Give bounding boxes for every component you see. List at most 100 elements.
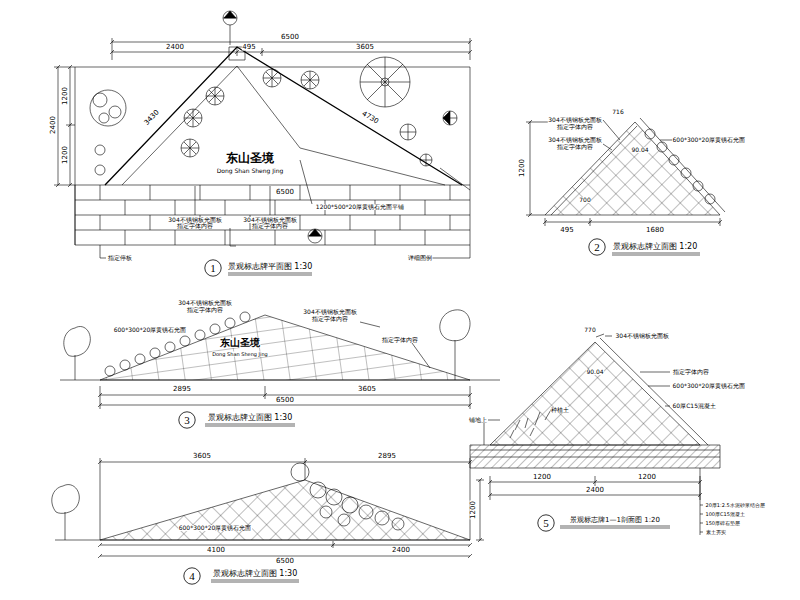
annotation: 1200 xyxy=(62,146,69,165)
section-1-1 xyxy=(700,468,703,535)
view-number-circle: 1 xyxy=(204,259,222,277)
annotation: 150厚碎石垫层 xyxy=(705,521,741,526)
section-markers xyxy=(223,11,237,25)
circle-outline xyxy=(184,568,200,584)
elevation-1-20 xyxy=(545,122,720,215)
annotation: 3605 xyxy=(356,44,375,51)
elevation-3 xyxy=(98,403,472,407)
annotation: 6500 xyxy=(281,34,300,41)
elevation-4 xyxy=(98,458,472,540)
annotation: Dong Shan Sheng Jing xyxy=(216,168,284,174)
view-number-circle: 2 xyxy=(588,238,606,256)
annotation: 指定字体内容 xyxy=(252,223,289,229)
annotation: 90.04 xyxy=(631,147,649,153)
annotation: 1200 xyxy=(470,501,477,520)
section-markers xyxy=(443,111,457,125)
view-number-circle: 3 xyxy=(178,411,196,429)
elevation-4 xyxy=(326,489,342,505)
plan-trees xyxy=(360,57,410,107)
plan-trees xyxy=(95,165,105,175)
annotation: 详细图例 xyxy=(408,255,433,261)
elevation-1-20 xyxy=(681,168,691,178)
view-title: 景观标志牌平面图 1:30 xyxy=(227,263,313,271)
plan-dimensions xyxy=(110,40,472,54)
elevation-1-20 xyxy=(645,129,655,139)
annotation: 景观标志牌1—1剖面图 1:20 xyxy=(570,517,661,524)
plan-dimensions xyxy=(56,65,72,187)
elevation-3 xyxy=(60,310,500,426)
section-1-1 xyxy=(488,476,702,500)
elevation-4 xyxy=(342,497,358,513)
elevation-4 xyxy=(52,458,484,582)
section-markers xyxy=(230,228,236,246)
annotation: 3430 xyxy=(143,109,161,127)
elevation-3 xyxy=(98,386,472,409)
elevation-3 xyxy=(440,310,470,380)
plan-trees xyxy=(184,109,202,127)
annotation: 90.04 xyxy=(586,369,604,375)
elevation-3 xyxy=(165,342,175,352)
elevation-3 xyxy=(240,312,250,322)
section-markers xyxy=(443,111,450,125)
elevation-4 xyxy=(291,463,309,481)
annotation: 1200 xyxy=(519,159,526,178)
annotation: Dong Shan Sheng Jing xyxy=(212,352,269,357)
section-markers xyxy=(309,229,321,236)
annotation: 指定字体内容 xyxy=(672,369,709,375)
annotation: 3605 xyxy=(358,386,377,393)
elevation-1-20 xyxy=(640,118,725,212)
plan-view xyxy=(75,200,470,230)
section-1-1 xyxy=(510,408,552,438)
elevation-3 xyxy=(64,326,91,380)
annotation: 100厚C15混凝土 xyxy=(705,512,745,517)
plan-dimensions xyxy=(112,38,470,60)
annotation: 指定字体内容 xyxy=(557,144,594,150)
annotation: 4730 xyxy=(360,110,380,126)
plan-view xyxy=(105,47,462,185)
annotation: 素土夯实 xyxy=(705,530,726,535)
view-title: 东山圣境 xyxy=(226,152,275,164)
elevation-3 xyxy=(135,354,145,364)
elevation-1-20 xyxy=(693,181,703,191)
elevation-3 xyxy=(100,315,470,380)
plan-trees xyxy=(400,124,416,140)
elevation-4 xyxy=(338,514,350,526)
annotation: 304不锈钢板光面板 xyxy=(548,137,602,143)
elevation-4 xyxy=(392,518,404,530)
section-1-1 xyxy=(470,334,720,535)
elevation-3 xyxy=(120,360,130,370)
annotation: 495 xyxy=(560,227,574,234)
annotation: 2400 xyxy=(50,116,57,135)
annotation: 304不锈钢板光面板 xyxy=(548,117,602,123)
view-title: 景观标志牌立面图 1:30 xyxy=(212,570,298,578)
elevation-3 xyxy=(105,366,115,376)
annotation: 6500 xyxy=(276,189,295,196)
elevation-1-20 xyxy=(543,218,722,226)
elevation-4 xyxy=(98,541,472,558)
plan-trees xyxy=(263,69,281,87)
section-1-1 xyxy=(596,334,708,445)
annotation: 1200 xyxy=(533,474,552,481)
plan-view xyxy=(75,185,470,245)
annotation: 1200*500*20厚黄锈石光面平铺 xyxy=(315,204,404,210)
section-1-1 xyxy=(490,342,700,445)
annotation: 3605 xyxy=(193,453,212,460)
view-number: 1 xyxy=(204,259,222,277)
plan-trees xyxy=(90,90,126,126)
plan-trees xyxy=(93,93,107,107)
view-title: 东山圣境 xyxy=(220,338,261,348)
annotation: 600*300*20厚黄锈石光面 xyxy=(113,327,187,333)
plan-view xyxy=(440,168,470,190)
plan-trees xyxy=(420,154,432,166)
annotation: 指定字体内容 xyxy=(187,307,224,313)
annotation: 495 xyxy=(242,44,256,51)
view-number: 3 xyxy=(178,411,196,429)
elevation-1-20 xyxy=(669,155,679,165)
plan-trees xyxy=(301,71,319,89)
circle-outline xyxy=(179,412,195,428)
annotation: 1200 xyxy=(638,474,657,481)
plan-view xyxy=(75,47,470,245)
elevation-1-20 xyxy=(603,120,672,150)
plan-trees xyxy=(109,106,121,118)
